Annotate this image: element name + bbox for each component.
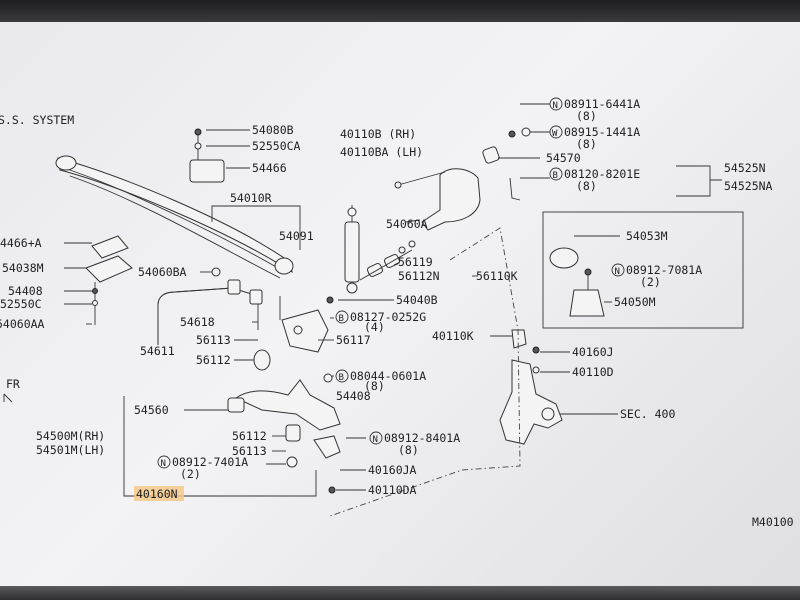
part-labels: S.S. SYSTEM FR M40100 54080B 52550CA 544… (0, 97, 794, 529)
group-bracket (123, 396, 317, 497)
bracket-56117 (279, 296, 334, 353)
bracket-54466 (189, 128, 225, 183)
svg-text:(8): (8) (398, 443, 419, 457)
svg-text:54038M: 54038M (2, 261, 44, 275)
svg-text:08911-6441A: 08911-6441A (564, 97, 640, 111)
leader-lines (64, 103, 722, 491)
inset-parts (549, 247, 605, 317)
svg-text:40110D: 40110D (572, 365, 614, 379)
shock-absorber (344, 205, 360, 294)
svg-text:(8): (8) (576, 109, 597, 123)
centerline (329, 227, 521, 517)
svg-text:52550CA: 52550CA (252, 139, 301, 153)
svg-text:08915-1441A: 08915-1441A (564, 125, 640, 139)
svg-text:08912-7081A: 08912-7081A (626, 263, 702, 277)
svg-text:40110K: 40110K (432, 329, 474, 343)
svg-text:(8): (8) (364, 379, 385, 393)
svg-text:54010R: 54010R (230, 191, 272, 205)
lower-arm (227, 349, 341, 494)
svg-text:54040B: 54040B (396, 293, 438, 307)
svg-text:54060A: 54060A (386, 217, 428, 231)
svg-text:40160JA: 40160JA (368, 463, 417, 477)
svg-text:SEC. 400: SEC. 400 (620, 407, 675, 421)
svg-text:56112: 56112 (196, 353, 231, 367)
svg-text:54053M: 54053M (626, 229, 668, 243)
svg-text:54408: 54408 (8, 284, 43, 298)
svg-text:(8): (8) (576, 179, 597, 193)
svg-text:40110B (RH): 40110B (RH) (340, 127, 416, 141)
svg-text:56110K: 56110K (476, 269, 518, 283)
svg-text:54080B: 54080B (252, 123, 294, 137)
diagram-code: M40100 (752, 515, 794, 529)
svg-text:54525N: 54525N (724, 161, 766, 175)
svg-text:40110DA: 40110DA (368, 483, 417, 497)
inset-box (542, 211, 744, 329)
svg-text:N: N (615, 267, 620, 277)
svg-text:54618: 54618 (180, 315, 215, 329)
svg-text:N: N (373, 435, 378, 445)
svg-text:54060AA: 54060AA (0, 317, 45, 331)
svg-text:54091: 54091 (279, 229, 314, 243)
svg-text:B: B (339, 314, 344, 324)
svg-text:54611: 54611 (140, 344, 175, 358)
svg-text:08912-8401A: 08912-8401A (384, 431, 460, 445)
svg-text:52550C: 52550C (0, 297, 42, 311)
svg-text:N: N (553, 101, 558, 111)
svg-text:(2): (2) (180, 467, 201, 481)
steering-knuckle (499, 329, 563, 445)
svg-text:08044-0601A: 08044-0601A (350, 369, 426, 383)
svg-text:54050M: 54050M (614, 295, 656, 309)
circle-callouts: N W B N B B N N (157, 97, 625, 469)
svg-text:54570: 54570 (546, 151, 581, 165)
svg-text:40110BA (LH): 40110BA (LH) (340, 145, 423, 159)
svg-text:(8): (8) (576, 137, 597, 151)
svg-text:4466+A: 4466+A (0, 236, 42, 250)
svg-text:(2): (2) (640, 275, 661, 289)
svg-text:(4): (4) (364, 320, 385, 334)
svg-text:56112N: 56112N (398, 269, 440, 283)
svg-text:54408: 54408 (336, 389, 371, 403)
svg-text:56112: 56112 (232, 429, 267, 443)
svg-text:N: N (161, 459, 166, 469)
svg-text:54060BA: 54060BA (138, 265, 187, 279)
svg-text:40160J: 40160J (572, 345, 614, 359)
svg-text:54500M(RH): 54500M(RH) (36, 429, 105, 443)
fr-label: FR (6, 377, 20, 391)
svg-text:B: B (553, 171, 558, 181)
leaf-spring (55, 155, 294, 279)
svg-text:08127-0252G: 08127-0252G (350, 310, 426, 324)
svg-text:08912-7401A: 08912-7401A (172, 455, 248, 469)
upper-arm (394, 127, 531, 231)
monitor-bezel-bottom (0, 586, 800, 600)
svg-text:56113: 56113 (196, 333, 231, 347)
bracket-54038M (85, 235, 133, 325)
svg-text:54501M(LH): 54501M(LH) (36, 443, 105, 457)
svg-text:08120-8201E: 08120-8201E (564, 167, 640, 181)
stabilizer-bar (157, 267, 263, 345)
highlight-marker (134, 486, 184, 501)
svg-text:54560: 54560 (134, 403, 169, 417)
svg-text:54525NA: 54525NA (724, 179, 773, 193)
highlighted-part-label: 40160N (136, 487, 178, 501)
svg-text:56113: 56113 (232, 444, 267, 458)
svg-text:B: B (339, 373, 344, 383)
svg-text:56119: 56119 (398, 255, 433, 269)
system-label: S.S. SYSTEM (0, 113, 74, 127)
svg-text:54466: 54466 (252, 161, 287, 175)
svg-text:W: W (552, 129, 558, 139)
svg-text:56117: 56117 (336, 333, 371, 347)
monitor-bezel-top (0, 0, 800, 22)
